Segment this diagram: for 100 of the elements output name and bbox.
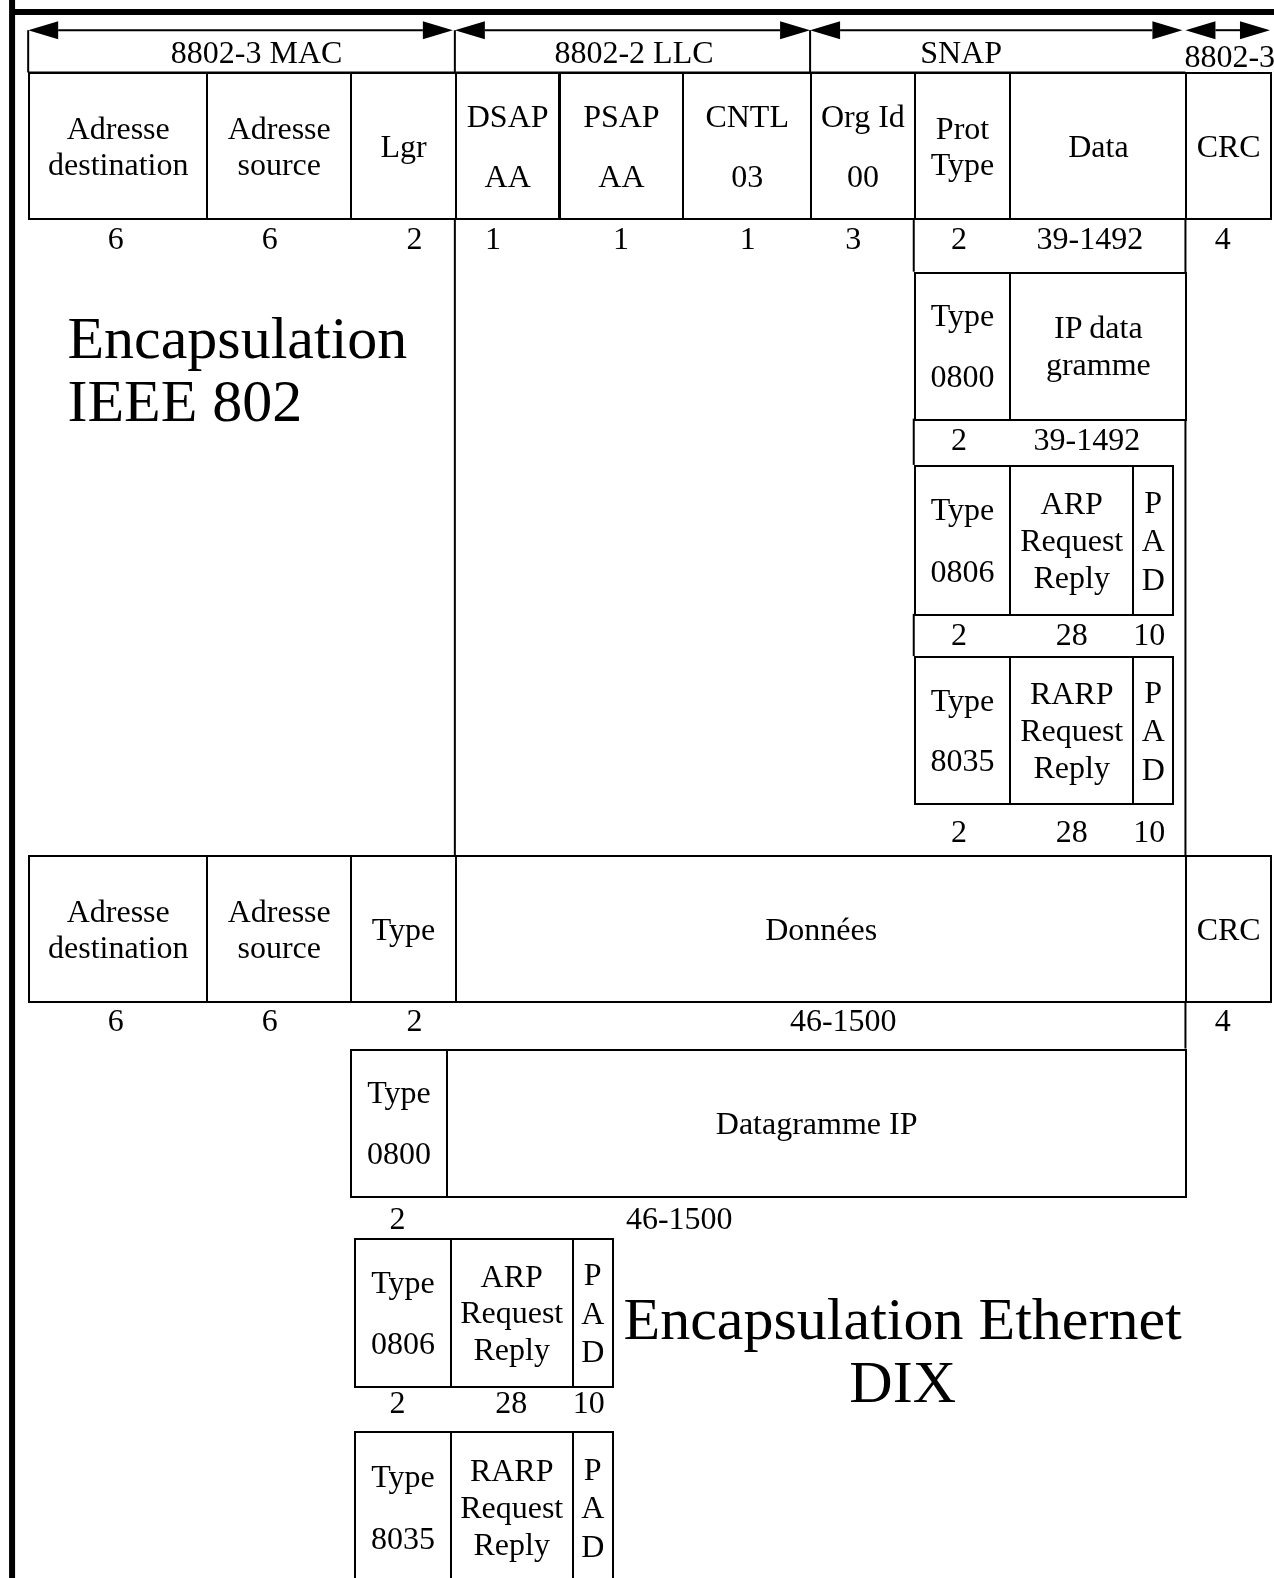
field-label: Type [930,491,995,529]
field-size: 2 [951,617,967,650]
field-cell [1185,855,1272,1004]
field-label: 8035 [371,1520,435,1557]
field-label: PAD [580,1449,606,1566]
field-size: 10 [572,1385,605,1418]
field-label: Datagramme IP [715,1104,918,1142]
field-cell [1132,656,1175,806]
field-label: Lgr [380,128,427,165]
field-size: 10 [1133,815,1166,848]
field-size: 2 [406,222,423,255]
field-label: 00 [846,158,879,195]
field-label: Prot Type [929,109,996,184]
field-cell [558,72,685,221]
field-size: 10 [1133,617,1166,650]
field-label: IP data gramme [1044,309,1152,383]
field-cell [449,1237,574,1388]
field-label: PAD [1140,673,1166,789]
field-size: 28 [1055,815,1088,848]
field-size: 28 [1055,617,1088,650]
field-label: Type [371,1263,435,1301]
field-label: PSAP [583,97,660,135]
field-size: 6 [261,222,278,255]
field-cell [1009,271,1188,421]
field-cell [354,1237,452,1388]
field-size: 39-1492 [1036,222,1144,255]
field-label: Type [930,297,995,335]
field-label: 0800 [367,1134,431,1172]
field-cell [913,72,1012,221]
field-size: 1 [739,222,756,255]
field-size: 6 [107,222,124,255]
field-cell [682,72,813,221]
field-cell [354,1431,452,1578]
field-cell [810,72,916,221]
field-size: 4 [1214,1004,1231,1037]
field-cell [350,855,457,1004]
field-label: ARP Request Reply [1019,485,1125,596]
field-label: DSAP [466,97,549,135]
layer-label: 8802-2 LLC [554,36,714,69]
field-label: AA [484,158,531,195]
field-size: 2 [951,422,967,455]
field-size: 6 [261,1004,278,1037]
field-label: PAD [1140,482,1166,598]
field-size: 6 [107,1004,124,1037]
field-cell [350,72,457,221]
field-label: Adresse destination [47,109,190,184]
field-label: Données [765,910,878,948]
field-size: 39-1492 [1033,422,1141,455]
field-label: Org Id [820,97,905,135]
field-label: 8035 [930,742,995,780]
field-label: 0806 [371,1324,435,1362]
field-cell [571,1237,614,1388]
field-label: Adresse source [226,109,332,184]
field-cell [454,855,1188,1004]
field-cell [28,72,209,221]
field-label: Type [371,1458,435,1495]
field-cell [350,1048,448,1198]
encapsulation-title: Encapsulation IEEE 802 [67,306,409,433]
field-cell [913,464,1012,616]
field-size: 2 [951,815,967,848]
field-cell [206,72,353,221]
field-cell [571,1431,614,1578]
field-label: CRC [1196,128,1261,165]
field-size: 1 [485,222,502,255]
field-size: 4 [1214,222,1231,255]
field-cell [1009,656,1135,806]
field-label: RARP Request Reply [459,1452,565,1563]
field-cell [1185,72,1272,221]
field-cell [913,271,1012,421]
field-cell [206,855,353,1004]
field-size: 46-1500 [789,1004,897,1037]
field-cell [1009,464,1135,616]
field-label: Type [367,1074,431,1112]
field-size: 28 [495,1385,528,1418]
field-cell [454,72,561,221]
field-cell [1009,72,1188,221]
field-label: Adresse source [226,892,332,967]
layer-label: 8802-3 MAC [170,36,343,69]
field-label: 0800 [930,358,995,395]
field-label: ARP Request Reply [459,1257,565,1368]
encapsulation-title: Encapsulation Ethernet DIX [622,1288,1183,1415]
field-label: Type [930,681,995,719]
field-size: 46-1500 [625,1201,733,1234]
field-cell [28,855,209,1004]
field-label: RARP Request Reply [1019,675,1125,786]
field-size: 2 [951,222,967,255]
field-label: 03 [731,158,764,195]
field-size: 3 [845,222,862,255]
field-size: 2 [389,1385,406,1418]
field-size: 2 [389,1201,406,1234]
field-cell [1132,464,1175,616]
field-label: Adresse destination [47,892,190,967]
field-label: Type [371,910,436,948]
layer-label: SNAP [920,36,1002,69]
field-label: AA [598,158,645,195]
field-cell [913,656,1012,806]
field-label: Data [1068,128,1129,165]
layer-label: 8802-3 [1184,40,1274,73]
field-label: CNTL [705,97,789,135]
field-cell [445,1048,1188,1198]
